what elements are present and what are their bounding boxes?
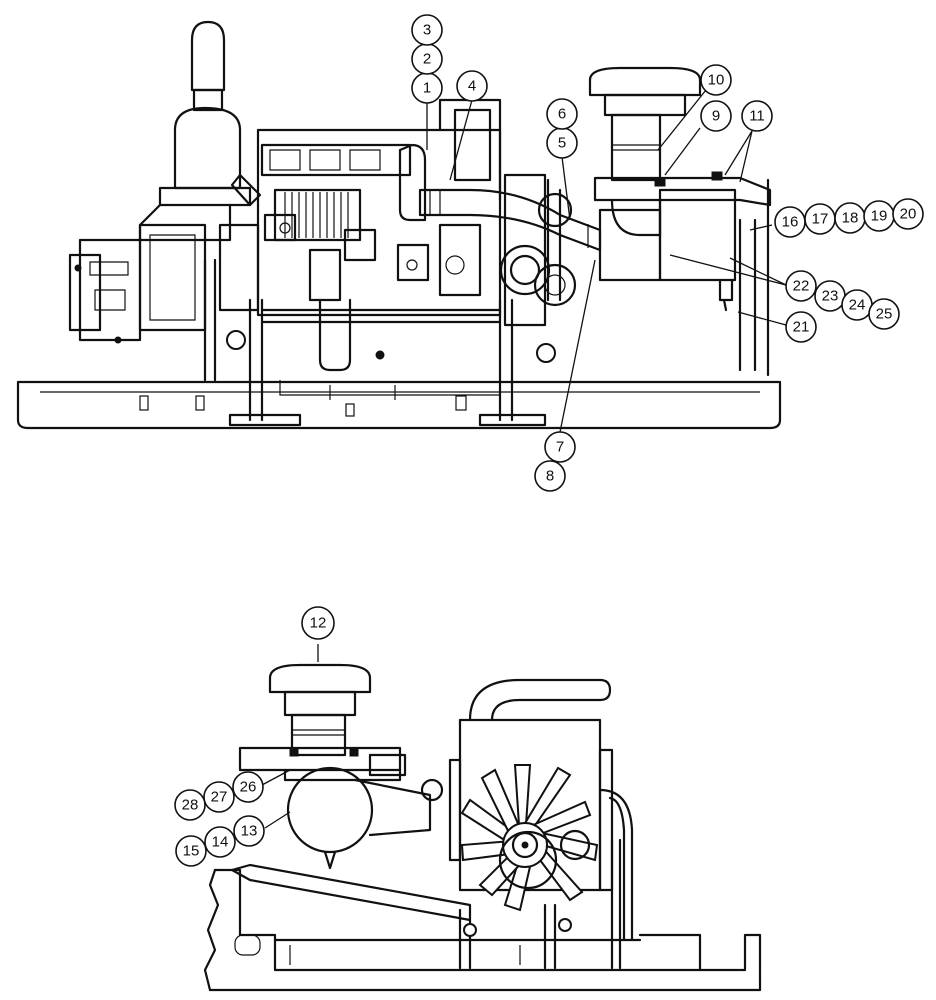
- callout-25: 25: [868, 298, 900, 330]
- svg-text:4: 4: [468, 78, 476, 95]
- callout-5: 5: [546, 127, 578, 159]
- engine-front-view: [203, 663, 762, 992]
- svg-text:20: 20: [900, 206, 917, 223]
- svg-text:22: 22: [793, 278, 810, 295]
- callout-10: 10: [700, 64, 732, 96]
- callout-8: 8: [534, 460, 566, 492]
- callout-9: 9: [700, 100, 732, 132]
- callout-20: 20: [892, 198, 924, 230]
- callout-26: 26: [232, 771, 264, 803]
- callout-7: 7: [544, 431, 576, 463]
- svg-text:13: 13: [241, 823, 258, 840]
- callout-28: 28: [174, 789, 206, 821]
- svg-text:2: 2: [423, 51, 431, 68]
- svg-text:3: 3: [423, 22, 431, 39]
- svg-text:26: 26: [240, 779, 257, 796]
- svg-text:7: 7: [556, 439, 564, 456]
- callout-19: 19: [863, 200, 895, 232]
- callout-leaders: [261, 89, 787, 829]
- svg-text:19: 19: [871, 208, 888, 225]
- engine-side-view: [16, 20, 782, 430]
- svg-text:16: 16: [782, 214, 799, 231]
- callout-22: 22: [785, 270, 817, 302]
- callout-17: 17: [804, 203, 836, 235]
- svg-text:9: 9: [712, 108, 720, 125]
- callout-15: 15: [175, 835, 207, 867]
- callout-13: 13: [233, 815, 265, 847]
- svg-text:8: 8: [546, 468, 554, 485]
- svg-text:21: 21: [793, 319, 810, 336]
- callout-3: 3: [411, 14, 443, 46]
- callout-1: 1: [411, 72, 443, 104]
- svg-text:6: 6: [558, 106, 566, 123]
- callout-16: 16: [774, 206, 806, 238]
- svg-text:25: 25: [876, 306, 893, 323]
- svg-text:10: 10: [708, 72, 725, 89]
- svg-text:14: 14: [212, 834, 229, 851]
- callout-27: 27: [203, 781, 235, 813]
- svg-text:17: 17: [812, 211, 829, 228]
- svg-text:23: 23: [822, 288, 839, 305]
- callout-23: 23: [814, 280, 846, 312]
- callout-12: 12: [301, 606, 335, 640]
- svg-text:24: 24: [849, 297, 866, 314]
- callout-6: 6: [546, 98, 578, 130]
- svg-text:1: 1: [423, 80, 431, 97]
- callout-labels: 1 2 3 4 5 6 7 8 9 10 11 16 17 18 19 20 2…: [174, 14, 924, 867]
- svg-text:27: 27: [211, 789, 228, 806]
- callout-11: 11: [741, 100, 773, 132]
- svg-text:11: 11: [749, 108, 765, 125]
- callout-2: 2: [411, 43, 443, 75]
- callout-14: 14: [204, 826, 236, 858]
- svg-text:5: 5: [558, 135, 566, 152]
- svg-text:15: 15: [183, 843, 200, 860]
- callout-24: 24: [841, 289, 873, 321]
- callout-21: 21: [785, 311, 817, 343]
- callout-18: 18: [834, 202, 866, 234]
- callout-4: 4: [456, 70, 488, 102]
- svg-text:28: 28: [182, 797, 199, 814]
- svg-text:18: 18: [842, 210, 859, 227]
- svg-text:12: 12: [310, 615, 327, 632]
